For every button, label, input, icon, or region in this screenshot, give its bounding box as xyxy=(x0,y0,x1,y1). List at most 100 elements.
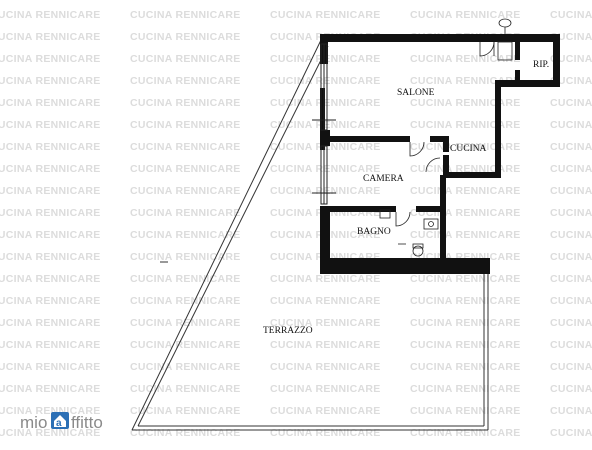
watermark-text: CUCINA RENNICARE xyxy=(550,207,592,219)
watermark-text: CUCINA RENNICARE xyxy=(410,75,521,87)
watermark-text: CUCINA RENNICARE xyxy=(410,295,521,307)
watermark-text: CUCINA RENNICARE xyxy=(130,53,241,65)
watermark-text: CUCINA RENNICARE xyxy=(130,273,241,285)
watermark-text: CUCINA RENNICARE xyxy=(0,207,101,219)
watermark-text: CUCINA RENNICARE xyxy=(550,361,592,373)
watermark-text: CUCINA RENNICARE xyxy=(130,31,241,43)
watermark-text: CUCINA RENNICARE xyxy=(410,9,521,21)
watermark-text: CUCINA RENNICARE xyxy=(130,405,241,417)
watermark-text: CUCINA RENNICARE xyxy=(0,295,101,307)
watermark-text: CUCINA RENNICARE xyxy=(270,97,381,109)
room-label-salone: SALONE xyxy=(397,88,435,98)
terrace-outline xyxy=(131,37,489,431)
watermark-text: CUCINA RENNICARE xyxy=(550,75,592,87)
watermark-text: CUCINA RENNICARE xyxy=(550,97,592,109)
watermark-text: CUCINA RENNICARE xyxy=(0,163,101,175)
watermark-text: CUCINA RENNICARE xyxy=(550,251,592,263)
watermark-text: CUCINA RENNICARE xyxy=(550,141,592,153)
watermark-text: CUCINA RENNICARE xyxy=(410,339,521,351)
watermark-text: CUCINA RENNICARE xyxy=(130,383,241,395)
watermark-text: CUCINA RENNICARE xyxy=(130,251,241,263)
logo-text-right: ffitto xyxy=(71,413,103,432)
watermark-text: CUCINA RENNICARE xyxy=(270,317,381,329)
room-labels: SALONE RIP. CUCINA CAMERA BAGNO TERRAZZO xyxy=(263,60,549,336)
watermark-text: CUCINA RENNICARE xyxy=(0,317,101,329)
watermark-text: CUCINA RENNICARE xyxy=(0,53,101,65)
watermark-text: CUCINA RENNICARE xyxy=(270,163,381,175)
watermark-text: CUCINA RENNICARE xyxy=(410,273,521,285)
watermark-text: CUCINA RENNICARE xyxy=(270,273,381,285)
watermark-text: CUCINA RENNICARE xyxy=(130,339,241,351)
watermark-text: CUCINA RENNICARE xyxy=(270,383,381,395)
watermark-text: CUCINA RENNICARE xyxy=(0,339,101,351)
watermark-text: CUCINA RENNICARE xyxy=(130,317,241,329)
watermark-text: CUCINA RENNICARE xyxy=(270,405,381,417)
watermark-text: CUCINA RENNICARE xyxy=(550,273,592,285)
watermark-text: CUCINA RENNICARE xyxy=(130,185,241,197)
watermark-text: CUCINA RENNICARE xyxy=(0,273,101,285)
room-label-bagno: BAGNO xyxy=(357,227,391,237)
watermark-pattern: CUCINA RENNICARE CUCINA RENNICARE CUCINA R… xyxy=(0,9,592,450)
watermark-text: CUCINA RENNICARE xyxy=(550,295,592,307)
watermark-text: CUCINA RENNICARE xyxy=(270,427,381,439)
watermark-text: CUCINA RENNICARE xyxy=(270,185,381,197)
watermark-text: CUCINA RENNICARE xyxy=(0,251,101,263)
watermark-text: CUCINA RENNICARE xyxy=(410,405,521,417)
watermark-text: CUCINA RENNICARE xyxy=(130,9,241,21)
watermark-text: CUCINA RENNICARE xyxy=(270,119,381,131)
watermark-text: CUCINA RENNICARE xyxy=(0,383,101,395)
watermark-text: CUCINA RENNICARE xyxy=(550,405,592,417)
watermark-text: CUCINA RENNICARE xyxy=(550,229,592,241)
watermark-text: CUCINA RENNICARE xyxy=(130,141,241,153)
watermark-text: CUCINA RENNICARE xyxy=(0,119,101,131)
watermark-text: CUCINA RENNICARE xyxy=(0,97,101,109)
watermark-text: CUCINA RENNICARE xyxy=(130,163,241,175)
watermark-text: CUCINA RENNICARE xyxy=(0,141,101,153)
doors xyxy=(395,41,513,227)
watermark-text: CUCINA RENNICARE xyxy=(410,53,521,65)
watermark-text: CUCINA RENNICARE xyxy=(270,141,381,153)
watermark-text: CUCINA RENNICARE xyxy=(550,427,592,439)
watermark-text: CUCINA RENNICARE xyxy=(130,97,241,109)
watermark-text: CUCINA RENNICARE xyxy=(0,427,101,439)
watermark-text: CUCINA RENNICARE xyxy=(410,229,521,241)
watermark-text: CUCINA RENNICARE xyxy=(550,383,592,395)
watermark-text: CUCINA RENNICARE xyxy=(270,339,381,351)
watermark-text: CUCINA RENNICARE xyxy=(130,119,241,131)
watermark-text: CUCINA RENNICARE xyxy=(130,207,241,219)
svg-text:a: a xyxy=(56,418,62,429)
watermark-text: CUCINA RENNICARE xyxy=(0,185,101,197)
room-label-rip: RIP. xyxy=(533,60,549,70)
fixtures xyxy=(379,18,512,257)
watermark-text: CUCINA RENNICARE xyxy=(130,427,241,439)
watermark-text: CUCINA RENNICARE xyxy=(550,317,592,329)
sink-icon xyxy=(423,218,439,230)
room-label-terrazzo: TERRAZZO xyxy=(263,326,313,336)
watermark-text: CUCINA RENNICARE xyxy=(410,97,521,109)
watermark-text: CUCINA RENNICARE xyxy=(0,361,101,373)
watermark-text: CUCINA RENNICARE xyxy=(130,75,241,87)
watermark-text: CUCINA RENNICARE xyxy=(270,295,381,307)
watermark-text: CUCINA RENNICARE xyxy=(410,361,521,373)
watermark-text: CUCINA RENNICARE xyxy=(0,405,101,417)
room-label-cucina: CUCINA xyxy=(450,144,487,154)
watermark-text: CUCINA RENNICARE xyxy=(0,9,101,21)
watermark-text: CUCINA RENNICARE xyxy=(130,229,241,241)
watermark-text: CUCINA RENNICARE xyxy=(410,141,521,153)
watermark-text: CUCINA RENNICARE xyxy=(410,185,521,197)
watermark-text: CUCINA RENNICARE xyxy=(410,119,521,131)
watermark-text: CUCINA RENNICARE xyxy=(410,427,521,439)
toilet-icon xyxy=(412,245,424,257)
watermark-text: CUCINA RENNICARE xyxy=(270,361,381,373)
watermark-text: CUCINA RENNICARE xyxy=(550,53,592,65)
watermark-text: CUCINA RENNICARE xyxy=(410,383,521,395)
watermark-text: CUCINA RENNICARE xyxy=(0,229,101,241)
watermark-text: CUCINA RENNICARE xyxy=(270,9,381,21)
watermark-text: CUCINA RENNICARE xyxy=(130,361,241,373)
watermark-text: CUCINA RENNICARE xyxy=(550,339,592,351)
watermark-text: CUCINA RENNICARE xyxy=(550,185,592,197)
watermark-text: CUCINA RENNICARE xyxy=(0,75,101,87)
watermark-text: CUCINA RENNICARE xyxy=(0,31,101,43)
watermark-text: CUCINA RENNICARE xyxy=(410,317,521,329)
